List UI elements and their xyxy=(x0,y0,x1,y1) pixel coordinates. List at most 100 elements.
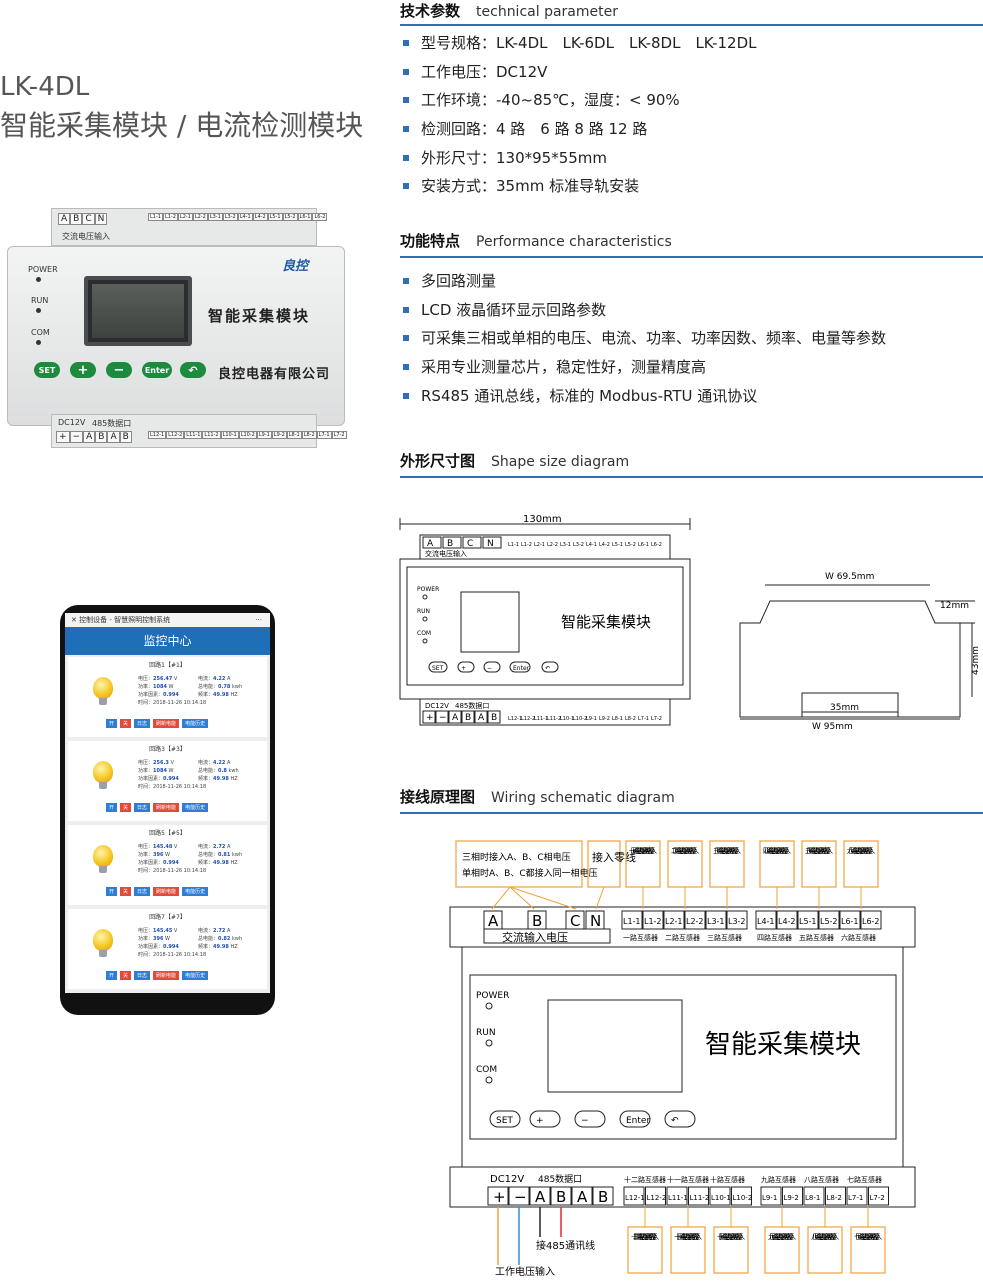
front-panel xyxy=(469,974,897,1140)
terminal-label: N xyxy=(94,213,108,225)
terminal-label: L9-1 xyxy=(586,716,597,722)
terminal-box xyxy=(797,910,819,930)
callout-text: 五回路电流互感器导线接入 xyxy=(805,846,833,855)
front-panel xyxy=(406,566,684,686)
feature-text: LCD 液晶循环显示回路参数 xyxy=(421,300,607,319)
tech-item: 检测回路：4 路 6 路 8 路 12 路 xyxy=(400,115,756,144)
terminal-label: L3-1 xyxy=(560,542,571,548)
terminal-label: L5-1 xyxy=(267,213,283,221)
panel-button-label: + xyxy=(461,665,466,672)
panel-button xyxy=(619,1110,651,1128)
terminal-label: B xyxy=(532,912,542,930)
callout-text: 三回路电流互感器导线接入 xyxy=(713,846,741,855)
card-button-1[interactable]: 关 xyxy=(120,719,132,728)
terminal-label: L11-1 xyxy=(668,1194,688,1202)
card-button-0[interactable]: 开 xyxy=(106,803,118,812)
terminal-label: L8-2 xyxy=(301,431,317,439)
card-energy: 总电能：0.78 kwh xyxy=(198,684,243,690)
card-button-2[interactable]: 日志 xyxy=(134,887,151,896)
card-button-3[interactable]: 刷新电能 xyxy=(153,887,180,896)
ac-label-box xyxy=(483,928,611,944)
card-time: 时间：2018-11-26 10:14:18 xyxy=(138,784,207,790)
section-divider xyxy=(400,476,983,478)
card-button-0[interactable]: 开 xyxy=(106,887,118,896)
card-button-3[interactable]: 刷新电能 xyxy=(153,803,180,812)
section-tech-header: 技术参数 technical parameter xyxy=(400,0,618,21)
note-line: 三相时接入A、B、C相电压 xyxy=(462,851,571,863)
phone-topbar: ✕ 控制设备 - 智慧照明控制系统 ··· xyxy=(65,613,270,627)
card-button-4[interactable]: 电能历史 xyxy=(182,887,209,896)
close-icon[interactable]: ✕ xyxy=(71,616,80,624)
card-button-4[interactable]: 电能历史 xyxy=(182,803,209,812)
terminal-label: L9-2 xyxy=(599,716,610,722)
run-led xyxy=(36,308,41,313)
power-led-label: POWER xyxy=(28,265,58,274)
card-energy: 总电能：0.8 kwh xyxy=(198,768,239,774)
panel-button xyxy=(541,661,559,673)
card-button-2[interactable]: 日志 xyxy=(134,803,151,812)
panel-button-label: Enter xyxy=(513,665,530,672)
terminal-label: A xyxy=(535,1188,546,1206)
terminal-label: L9-1 xyxy=(256,431,272,439)
enter-button[interactable]: Enter xyxy=(142,362,172,378)
card-button-2[interactable]: 日志 xyxy=(134,971,151,980)
terminal-label: L7-2 xyxy=(331,431,347,439)
card-button-0[interactable]: 开 xyxy=(106,719,118,728)
card-button-1[interactable]: 关 xyxy=(120,803,132,812)
lcd-screen xyxy=(84,276,192,346)
terminal-label: C xyxy=(570,912,580,930)
ac-terminal-label: 交流电压输入 xyxy=(425,549,467,558)
callout-box xyxy=(627,1226,663,1274)
lightbulb-icon xyxy=(93,845,113,873)
minus-button[interactable]: − xyxy=(106,362,132,378)
section-divider xyxy=(400,812,983,814)
terminal-box xyxy=(688,1186,709,1206)
card-button-3[interactable]: 刷新电能 xyxy=(153,719,180,728)
terminal-label: L4-1 xyxy=(586,542,597,548)
rs485-label: 485数据口 xyxy=(538,1173,582,1185)
card-button-1[interactable]: 关 xyxy=(120,971,132,980)
set-button[interactable]: SET xyxy=(34,362,60,378)
bullet-square-icon xyxy=(403,392,409,399)
back-button[interactable]: ↶ xyxy=(180,362,206,378)
panel-button-label: − xyxy=(487,665,492,672)
card-button-1[interactable]: 关 xyxy=(120,887,132,896)
card-button-3[interactable]: 刷新电能 xyxy=(153,971,180,980)
terminal-label: L3-1 xyxy=(207,213,223,221)
bullet-square-icon xyxy=(403,40,409,47)
feature-item: 采用专业测量芯片，稳定性好，测量精度高 xyxy=(400,353,886,382)
section-shape-zh: 外形尺寸图 xyxy=(400,452,476,470)
terminal-label: L5-2 xyxy=(625,542,636,548)
card-button-4[interactable]: 电能历史 xyxy=(182,719,209,728)
module-name-label: 智能采集模块 xyxy=(705,1030,861,1060)
panel-button xyxy=(574,1110,606,1128)
led-label: POWER xyxy=(417,586,439,593)
card-energy: 总电能：0.82 kwh xyxy=(198,936,243,942)
card-button-2[interactable]: 日志 xyxy=(134,719,151,728)
bullet-square-icon xyxy=(403,68,409,75)
terminal-label: L2-1 xyxy=(177,213,193,221)
terminal-label: B xyxy=(447,539,453,549)
terminal-label: L7-2 xyxy=(870,1194,885,1202)
terminal-label: L6-2 xyxy=(651,542,662,548)
ct-group-label: 五路互感器 xyxy=(799,933,834,942)
card-button-4[interactable]: 电能历史 xyxy=(182,971,209,980)
terminal-label: B xyxy=(598,1188,608,1206)
tech-text: 安装方式：35mm 标准导轨安装 xyxy=(421,177,640,196)
section-wiring-en: Wiring schematic diagram xyxy=(491,790,675,806)
bullet-square-icon xyxy=(403,278,409,285)
plus-button[interactable]: + xyxy=(70,362,96,378)
terminal-box xyxy=(726,910,748,930)
tech-item: 型号规格：LK-4DL LK-6DL LK-8DL LK-12DL xyxy=(400,29,756,58)
card-freq: 频率：49.98 HZ xyxy=(198,944,238,950)
more-icon[interactable]: ··· xyxy=(255,616,262,624)
terminal-label: L5-2 xyxy=(820,917,838,926)
card-button-0[interactable]: 开 xyxy=(106,971,118,980)
terminal-box xyxy=(508,1186,530,1206)
